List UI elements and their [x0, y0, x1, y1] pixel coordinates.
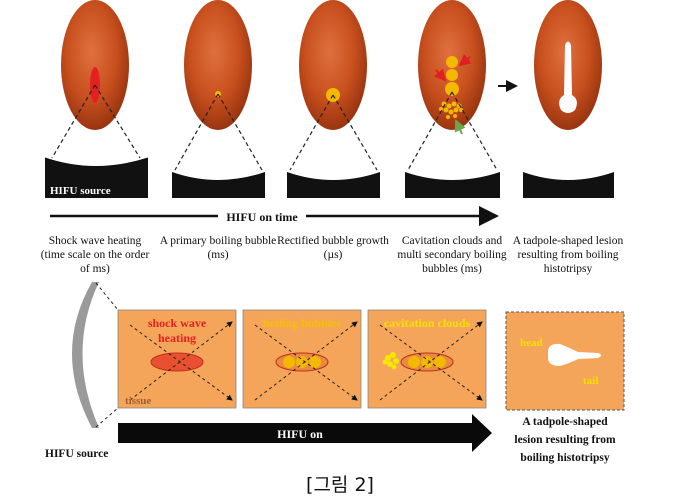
boiling-bubble: [421, 356, 433, 368]
boiling-bubble: [309, 356, 321, 368]
figure-label: [그림 2]: [306, 474, 374, 496]
secondary-bubble: [446, 56, 458, 68]
result-caption-line-2: lesion resulting from: [514, 434, 616, 446]
boiling-bubble: [434, 356, 446, 368]
source-line-bottom: [95, 407, 119, 428]
stage-1-diagram: HIFU source: [44, 0, 149, 198]
hifu-source-label-bottom: HIFU source: [45, 448, 108, 460]
cavitation-clouds-box: cavitation clouds: [367, 309, 487, 409]
cavitation-cloud: [439, 101, 463, 119]
boiling-bubbles-label: boiling bubbles: [263, 316, 342, 330]
focus-line-left: [51, 84, 96, 159]
stage-4-diagram: [405, 0, 500, 198]
shock-wave-box: shock wave heating tissue: [117, 309, 237, 409]
cavitation-cloud: [382, 352, 399, 370]
boiling-bubble: [408, 356, 420, 368]
transducer-arc: [172, 172, 265, 198]
stage-4-caption: Cavitation clouds and multi secondary bo…: [397, 235, 507, 275]
focus-line-right: [94, 84, 141, 159]
stage-5-caption: A tadpole-shaped lesion resulting from b…: [512, 235, 624, 275]
head-label: head: [520, 337, 543, 349]
cavitation-clouds-label: cavitation clouds: [384, 316, 471, 330]
stage-5-diagram: [523, 0, 614, 198]
transducer-arc: [405, 172, 500, 198]
result-caption-line-1: A tadpole-shaped: [522, 416, 608, 428]
hifu-on-label: HIFU on: [277, 427, 323, 441]
boiling-bubbles-box: boiling bubbles: [242, 309, 362, 409]
tail-label: tail: [583, 375, 598, 387]
tissue-ellipse: [184, 0, 252, 130]
boiling-bubble: [283, 356, 295, 368]
result-caption-line-3: boiling histotripsy: [520, 452, 609, 464]
tissue-ellipse: [61, 0, 129, 130]
hifu-on-time-label: HIFU on time: [226, 210, 298, 224]
transducer-arc: [523, 172, 614, 198]
secondary-bubble: [446, 69, 458, 81]
green-arrow: [454, 119, 466, 135]
hifu-source-label-top: HIFU source: [50, 185, 111, 197]
focus-line-right: [451, 91, 498, 171]
stage-2-caption: A primary boiling bubble (ms): [159, 235, 277, 261]
stage-3-diagram: [287, 0, 380, 198]
focus-line-right: [332, 94, 378, 171]
tadpole-lesion: [559, 41, 577, 113]
stage-1-caption: Shock wave heating (time scale on the or…: [40, 235, 150, 275]
secondary-bubble: [445, 82, 459, 96]
transducer-arc: [287, 172, 380, 198]
result-lesion-box: head tail: [505, 311, 625, 411]
focus-line-right: [217, 93, 263, 171]
red-arrow: [433, 68, 447, 82]
boiling-bubble: [296, 356, 308, 368]
hifu-source-transducer: [72, 282, 99, 428]
heating-zone: [150, 352, 204, 372]
hifu-on-arrow: [118, 414, 492, 452]
focus-line-left: [289, 94, 334, 171]
heating-label: heating: [158, 331, 196, 345]
tissue-ellipse: [299, 0, 367, 130]
tissue-label: tissue: [125, 395, 151, 407]
tadpole-lesion: [548, 343, 601, 366]
source-line-top: [95, 282, 119, 311]
transducer-arc: [45, 158, 148, 198]
focus-line-left: [407, 91, 453, 171]
stage-3-caption: Rectified bubble growth (µs): [277, 235, 389, 261]
stage-2-diagram: [172, 0, 265, 198]
shock-wave-label: shock wave: [148, 316, 207, 330]
focus-line-left: [174, 93, 219, 171]
red-arrow: [458, 54, 472, 67]
